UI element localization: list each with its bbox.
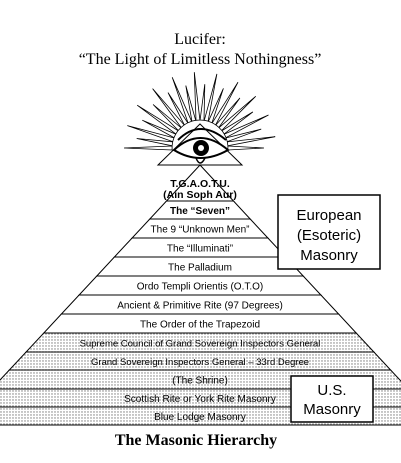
- sunburst-ray: [199, 84, 206, 121]
- sunburst-ray: [226, 136, 276, 147]
- tier-label: Blue Lodge Masonry: [154, 412, 246, 423]
- tier-label: (The Shrine): [172, 376, 228, 387]
- sunburst-ray: [207, 88, 224, 124]
- sunburst-ray: [203, 73, 218, 122]
- sunburst-ray: [225, 128, 262, 143]
- sunburst-ray: [193, 72, 201, 121]
- us-masonry-box: U.S. Masonry: [290, 375, 374, 423]
- sunburst-ray: [223, 114, 269, 139]
- sunburst-ray: [185, 85, 197, 122]
- tier-label: Grand Sovereign Inspectors General – 33r…: [91, 357, 309, 368]
- european-box-line-3: Masonry: [300, 247, 358, 264]
- sunburst-ray: [123, 145, 173, 151]
- sunburst-ray: [211, 81, 239, 126]
- sunburst-ray: [171, 77, 193, 124]
- sunburst-ray: [218, 95, 256, 131]
- header-line-2: “The Light of Limitless Nothingness”: [79, 51, 322, 68]
- tier-label: The 9 “Unknown Men”: [151, 225, 250, 236]
- tier-label: Scottish Rite or York Rite Masonry: [124, 394, 276, 405]
- header-line-1: Lucifer:: [174, 31, 226, 48]
- sunburst-rays-icon: [123, 72, 276, 151]
- us-box-line-2: Masonry: [303, 401, 361, 418]
- tier-label: The “Seven”: [170, 206, 230, 217]
- sunburst-ray: [142, 119, 177, 139]
- sunburst-ray: [152, 104, 182, 131]
- diagram-title: The Masonic Hierarchy: [115, 432, 277, 449]
- us-box-line-1: U.S.: [317, 382, 346, 399]
- european-box-line-1: European: [296, 207, 361, 224]
- sunburst-ray: [167, 92, 189, 126]
- sunburst-ray: [221, 111, 254, 135]
- sunburst-ray: [215, 97, 241, 128]
- tier-label: The Order of the Trapezoid: [140, 320, 260, 331]
- tier-label: (Ain Soph Aur): [163, 189, 237, 201]
- sunburst-ray: [152, 88, 185, 128]
- tier-label: T.G.A.O.T.U.: [170, 178, 230, 190]
- tier-label: Ancient & Primitive Rite (97 Degrees): [117, 301, 283, 312]
- tier-label: The “Illuminati”: [167, 244, 233, 255]
- tier-label: The Palladium: [168, 263, 232, 274]
- tier-label: Ordo Templi Orientis (O.T.O): [137, 282, 264, 293]
- european-masonry-box: European (Esoteric) Masonry: [277, 194, 381, 270]
- sunburst-ray: [136, 104, 179, 135]
- tier-label: Supreme Council of Grand Sovereign Inspe…: [80, 339, 321, 350]
- sunburst-ray: [227, 145, 265, 151]
- pyramid: T.G.A.O.T.U.(Ain Soph Aur) The “Seven” The…: [0, 164, 401, 426]
- european-box-line-2: (Esoteric): [297, 227, 361, 244]
- sunburst-ray: [127, 125, 175, 143]
- all-seeing-eye-icon: [156, 123, 244, 166]
- sunburst-ray: [136, 138, 174, 147]
